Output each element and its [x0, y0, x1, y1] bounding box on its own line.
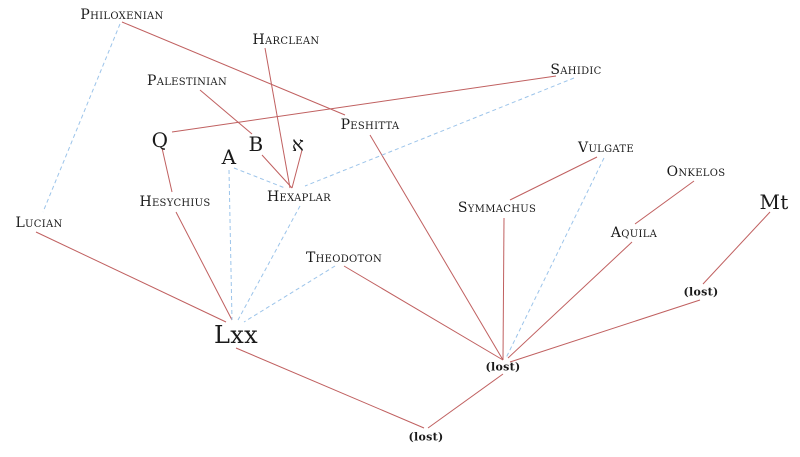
edge-symmachus-lost-center	[502, 217, 505, 361]
node-lucian: Lucian	[15, 215, 63, 231]
edge-a-lxx	[228, 169, 233, 321]
node-harclean: Harclean	[252, 32, 320, 48]
node-palestinian: Palestinian	[146, 73, 228, 89]
node-philoxenian: Philoxenian	[80, 7, 164, 23]
edge-philoxenian-peshitta	[121, 21, 346, 116]
edge-onkelos-aquila	[634, 180, 695, 225]
edge-lost-mt-lost-center	[509, 299, 701, 363]
edge-philoxenian-lucian	[42, 23, 121, 213]
node-b: B	[248, 132, 264, 156]
edge-mt-lost-mt	[702, 211, 771, 285]
edge-lost-bottom-lost-center	[427, 373, 504, 429]
node-symmachus: Symmachus	[457, 200, 537, 216]
edge-a-hexaplar	[233, 167, 286, 189]
node-lost-mt: (lost)	[683, 285, 719, 299]
edge-sahidic-q	[171, 75, 557, 133]
node-lost-bottom: (lost)	[408, 430, 444, 444]
edge-hesychius-lxx	[175, 211, 233, 321]
edge-palestinian-b	[199, 89, 253, 135]
edge-peshitta-lost-center	[369, 134, 504, 361]
edge-aquila-lost-center	[507, 241, 633, 359]
node-hesychius: Hesychius	[139, 194, 211, 210]
edge-sahidic-hexaplar	[304, 77, 575, 187]
edge-vulgate-lost-center	[505, 157, 605, 359]
node-lost-center: (lost)	[485, 360, 521, 374]
node-sahidic: Sahidic	[550, 62, 602, 78]
edge-q-hesychius	[161, 147, 173, 193]
node-q: Q	[151, 128, 169, 152]
edge-theodoton-lxx	[243, 265, 336, 323]
edge-theodoton-lost-center	[343, 265, 504, 361]
edge-b-hexaplar	[261, 154, 293, 189]
node-theodoton: Theodoton	[305, 250, 383, 266]
node-peshitta: Peshitta	[340, 117, 400, 133]
node-onkelos: Onkelos	[666, 164, 726, 180]
edge-vulgate-symmachus	[509, 156, 598, 201]
node-vulgate: Vulgate	[578, 140, 634, 156]
node-lxx: Lxx	[214, 321, 258, 349]
edge-aleph-hexaplar	[291, 149, 303, 189]
edge-lxx-lost-bottom	[235, 347, 425, 429]
edge-lucian-lxx	[35, 231, 227, 323]
node-a: A	[221, 145, 237, 169]
node-mt: Mt	[759, 190, 789, 214]
node-hexaplar: Hexaplar	[266, 189, 332, 205]
node-aleph: א	[291, 132, 305, 156]
node-aquila: Aquila	[610, 225, 658, 241]
edge-harclean-hexaplar	[264, 47, 291, 189]
edge-hexaplar-lxx	[237, 205, 301, 321]
